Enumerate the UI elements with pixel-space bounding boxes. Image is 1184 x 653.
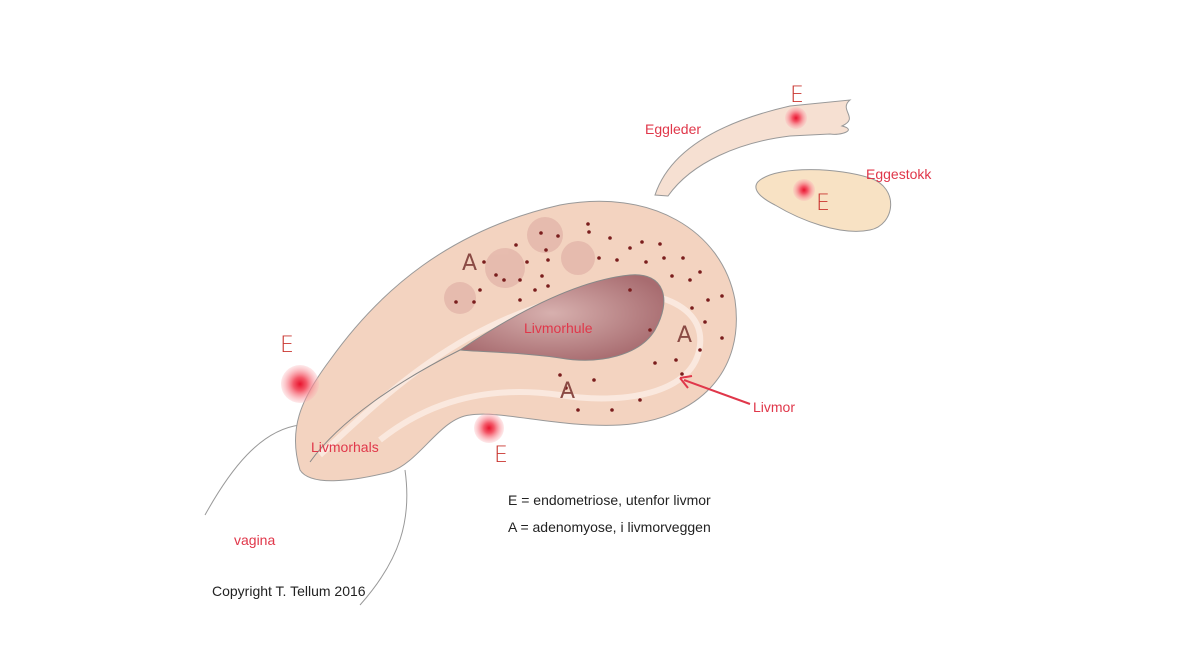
adenomyosis-dot: [533, 288, 537, 292]
legend-e: E = endometriose, utenfor livmor: [508, 492, 711, 508]
adenomyosis-dot: [648, 328, 652, 332]
adenomyosis-dot: [518, 298, 522, 302]
label-uterine-cavity: Livmorhule: [524, 320, 593, 336]
adenomyosis-dot: [662, 256, 666, 260]
adenomyosis-dot: [681, 256, 685, 260]
adenomyosis-dot: [587, 230, 591, 234]
adenomyosis-patch: [527, 217, 563, 253]
adenomyosis-dot: [592, 378, 596, 382]
adenomyosis-dot: [586, 222, 590, 226]
adenomyosis-dot: [556, 234, 560, 238]
uterus-inner-band: [317, 289, 704, 458]
adenomyosis-dot: [610, 408, 614, 412]
label-cervix: Livmorhals: [311, 439, 379, 455]
uterine-cavity: [458, 274, 665, 361]
adenomyosis-dot: [494, 273, 498, 277]
adenomyosis-dot: [703, 320, 707, 324]
adenomyosis-dot: [608, 236, 612, 240]
legend-a: A = adenomyose, i livmorveggen: [508, 519, 711, 535]
marker-a: A: [560, 379, 575, 404]
adenomyosis-patch: [485, 248, 525, 288]
adenomyosis-dot: [540, 274, 544, 278]
endometriosis-lesion: [281, 365, 319, 403]
adenomyosis-dot: [698, 348, 702, 352]
adenomyosis-patch: [444, 282, 476, 314]
adenomyosis-patches: [444, 217, 595, 314]
ovary: [755, 169, 892, 232]
adenomyosis-dot: [644, 260, 648, 264]
marker-e: E: [280, 333, 294, 358]
adenomyosis-dot: [698, 270, 702, 274]
copyright: Copyright T. Tellum 2016: [212, 583, 366, 599]
cervical-canal: [309, 349, 461, 463]
adenomyosis-dot: [525, 260, 529, 264]
uterus-arrow: [683, 379, 751, 405]
adenomyosis-dot: [670, 274, 674, 278]
adenomyosis-dot: [544, 248, 548, 252]
adenomyosis-dot: [558, 373, 562, 377]
vagina-outline-right: [359, 469, 408, 606]
label-fallopian-tube: Eggleder: [645, 121, 701, 137]
adenomyosis-dot: [674, 358, 678, 362]
vagina-outline: [204, 424, 301, 516]
adenomyosis-dot: [628, 246, 632, 250]
adenomyosis-dot: [518, 278, 522, 282]
adenomyosis-dot: [546, 258, 550, 262]
adenomyosis-dot: [482, 260, 486, 264]
adenomyosis-dot: [576, 408, 580, 412]
label-uterus: Livmor: [753, 399, 795, 415]
adenomyosis-dot: [680, 372, 684, 376]
marker-e: E: [816, 191, 830, 216]
adenomyosis-dots: [454, 222, 724, 412]
label-ovary: Eggestokk: [866, 166, 932, 182]
adenomyosis-dot: [653, 361, 657, 365]
adenomyosis-dot: [640, 240, 644, 244]
marker-a: A: [677, 323, 692, 348]
adenomyosis-dot: [502, 278, 506, 282]
arrow-head-icon: [679, 375, 693, 389]
adenomyosis-dot: [514, 243, 518, 247]
label-vagina: vagina: [234, 532, 275, 548]
adenomyosis-dot: [720, 294, 724, 298]
adenomyosis-dot: [615, 258, 619, 262]
adenomyosis-dot: [706, 298, 710, 302]
adenomyosis-patch: [561, 241, 595, 275]
adenomyosis-dot: [720, 336, 724, 340]
adenomyosis-dot: [472, 300, 476, 304]
adenomyosis-dot: [478, 288, 482, 292]
adenomyosis-dot: [546, 284, 550, 288]
marker-e: E: [790, 83, 804, 108]
adenomyosis-dot: [658, 242, 662, 246]
adenomyosis-dot: [628, 288, 632, 292]
adenomyosis-dot: [539, 231, 543, 235]
endometriosis-lesion: [785, 107, 807, 129]
adenomyosis-dot: [597, 256, 601, 260]
adenomyosis-dot: [564, 386, 568, 390]
adenomyosis-dot: [688, 278, 692, 282]
adenomyosis-dot: [638, 398, 642, 402]
endometriosis-lesion: [474, 413, 504, 443]
marker-e: E: [494, 443, 508, 468]
endometriosis-lesion: [793, 179, 815, 201]
adenomyosis-dot: [690, 306, 694, 310]
marker-a: A: [462, 251, 477, 276]
adenomyosis-dot: [454, 300, 458, 304]
